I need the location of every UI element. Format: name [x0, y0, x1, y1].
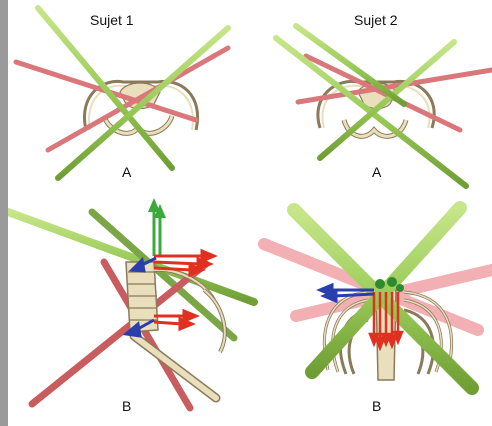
column-title-sujet1: Sujet 1	[90, 12, 134, 28]
panel-label-b-left: B	[122, 398, 131, 414]
column-title-sujet2: Sujet 2	[354, 12, 398, 28]
panel-sujet2-a	[276, 26, 492, 186]
left-gray-strip	[0, 0, 8, 426]
panel-label-a-left: A	[122, 164, 131, 180]
panel-label-a-right: A	[372, 164, 381, 180]
red-arrows	[370, 292, 402, 348]
panel-sujet1-b	[8, 198, 254, 408]
red-rod	[48, 48, 228, 150]
anatomical-figure: Sujet 1 Sujet 2 A A B B	[8, 0, 492, 426]
panel-sujet1-a	[16, 8, 228, 178]
figure-canvas	[8, 0, 492, 426]
red-arrows-lower	[154, 311, 196, 329]
panel-label-b-right: B	[372, 398, 381, 414]
green-rod	[58, 28, 228, 178]
panel-sujet2-b	[264, 208, 492, 388]
